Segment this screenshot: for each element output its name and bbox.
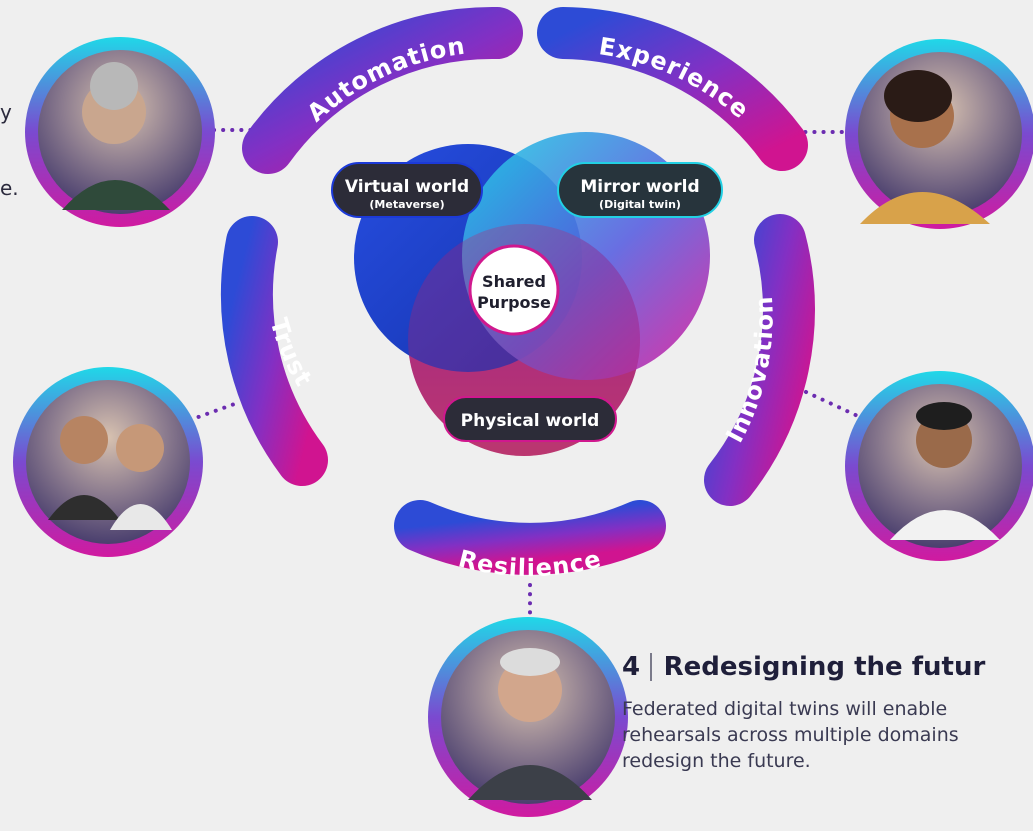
left-fragment-2: e.	[0, 176, 19, 200]
portrait-resilience	[428, 617, 628, 817]
portrait-innovation	[845, 371, 1033, 561]
ring-segment-automation	[242, 6, 523, 174]
mirror-world-label: Mirror world	[580, 177, 699, 197]
caption-divider	[650, 653, 652, 681]
caption-number: 4	[622, 652, 641, 682]
shared-purpose-line2: Purpose	[477, 293, 551, 312]
virtual-world-sublabel: (Metaverse)	[369, 198, 444, 211]
ring	[220, 6, 815, 575]
virtual-world-label: Virtual world	[345, 177, 469, 197]
shared-purpose-center: Shared Purpose	[468, 244, 560, 336]
mirror-world-sublabel: (Digital twin)	[599, 198, 681, 211]
caption-line-2: rehearsals across multiple domains	[622, 724, 959, 746]
physical-world-pill: Physical world	[443, 396, 617, 442]
portrait-experience	[845, 39, 1033, 229]
ring-segment-trust	[220, 216, 328, 486]
caption-body: Federated digital twins will enable rehe…	[622, 696, 1033, 774]
ring-segment-experience	[537, 7, 808, 171]
connector-innovation	[804, 390, 864, 420]
shared-purpose-line1: Shared	[482, 272, 546, 291]
ring-segment-innovation	[704, 214, 815, 506]
portrait-automation	[25, 37, 215, 227]
caption: 4 Redesigning the futur Federated digita…	[622, 652, 1033, 774]
mirror-world-pill: Mirror world (Digital twin)	[557, 162, 723, 218]
ring-segment-resilience	[394, 500, 666, 575]
left-fragment-1: y	[0, 100, 12, 124]
caption-title-row: 4 Redesigning the futur	[622, 652, 1033, 682]
portrait-trust	[13, 367, 203, 557]
virtual-world-pill: Virtual world (Metaverse)	[331, 162, 483, 218]
caption-title: Redesigning the futur	[663, 652, 986, 682]
connector-trust	[188, 400, 242, 422]
caption-line-1: Federated digital twins will enable	[622, 698, 948, 720]
caption-line-3: redesign the future.	[622, 750, 811, 772]
physical-world-label: Physical world	[461, 411, 600, 431]
